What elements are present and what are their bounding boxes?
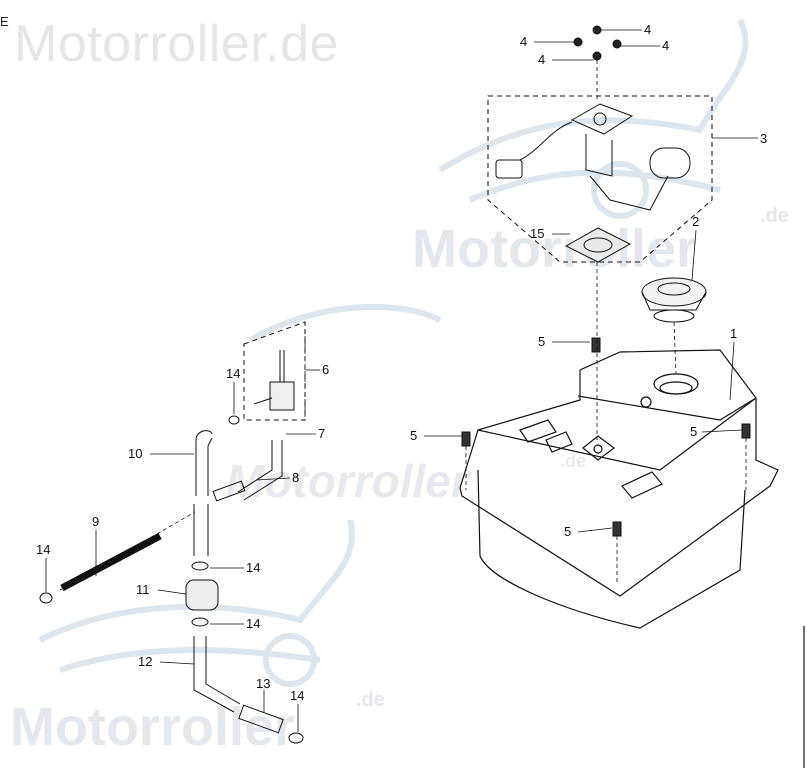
label-15: 15 — [530, 226, 544, 241]
label-5-bottom: 5 — [564, 524, 571, 539]
watermark-lower-suffix: .de — [560, 451, 587, 471]
hose-8-sleeve — [212, 480, 246, 502]
fuel-valve-assembly — [243, 321, 306, 421]
screw-5-top — [591, 337, 601, 353]
screw-4-top — [592, 25, 602, 35]
tank-lower-body — [477, 469, 746, 629]
fuel-gauge-sender — [487, 95, 713, 263]
screw-5-bottom — [612, 521, 622, 537]
fuel-filter-11 — [185, 579, 219, 611]
sender-body — [585, 134, 613, 177]
hose-8 — [237, 440, 273, 493]
label-14-valve: 14 — [226, 366, 240, 381]
sender-flange-hole — [593, 112, 607, 126]
label-9: 9 — [92, 514, 99, 529]
tank-filler-neck — [653, 373, 699, 395]
sender-float — [649, 147, 691, 179]
screw-4-right — [612, 39, 622, 49]
screws-4 — [573, 25, 622, 61]
label-4-mid: 4 — [538, 52, 545, 67]
sender-assembly-frame — [487, 95, 713, 263]
hose-mid — [193, 504, 209, 556]
label-2: 2 — [692, 214, 699, 229]
watermark-lower: Motorroller — [226, 455, 469, 507]
label-3: 3 — [760, 131, 767, 146]
screw-4-left — [573, 37, 583, 47]
screws-5 — [461, 337, 751, 537]
tank-vent — [640, 396, 652, 408]
label-4-left: 4 — [520, 34, 527, 49]
filler-cap — [641, 277, 707, 323]
label-7: 7 — [318, 426, 325, 441]
callout-lines — [45, 29, 758, 732]
label-10: 10 — [128, 446, 142, 461]
label-14-spring: 14 — [36, 542, 50, 557]
tank-top-ridge — [577, 395, 757, 421]
label-8: 8 — [292, 470, 299, 485]
hose-12 — [193, 636, 241, 713]
clip-14-upper — [191, 561, 209, 571]
callout-labels: 4 4 4 4 3 15 2 5 1 5 5 5 6 7 8 9 10 11 1… — [36, 22, 767, 703]
tank-filler-neck-inner — [659, 381, 693, 395]
clip-14-left — [39, 592, 53, 604]
tank-sender-hole — [593, 444, 603, 454]
label-14-upper: 14 — [246, 560, 260, 575]
watermark-bottom: Motorroller — [10, 697, 296, 757]
sender-float-arm — [589, 175, 669, 211]
clip-14-bottom — [288, 732, 304, 744]
assembly-lines — [59, 60, 747, 591]
valve-outlet — [253, 397, 273, 405]
tank-upper-edge — [477, 397, 757, 471]
valve-frame — [243, 321, 306, 421]
label-5-top: 5 — [538, 334, 545, 349]
watermark-middle-suffix: .de — [760, 205, 789, 227]
label-5-left: 5 — [410, 428, 417, 443]
sender-connector — [495, 159, 523, 179]
label-12: 12 — [138, 654, 152, 669]
sender-wire — [519, 121, 573, 161]
watermark-scooter-logos — [38, 18, 749, 687]
sender-flange — [570, 103, 634, 135]
watermark-middle: Motorroller — [412, 219, 698, 279]
label-1: 1 — [730, 326, 737, 341]
valve-body — [269, 381, 295, 411]
hose-13 — [238, 704, 284, 734]
label-6: 6 — [322, 362, 329, 377]
watermark-top: Motorroller.de — [14, 15, 339, 73]
label-4-right: 4 — [662, 38, 669, 53]
tank-bracket-mid — [545, 431, 573, 453]
label-14-lower: 14 — [246, 616, 260, 631]
screw-5-right — [741, 423, 751, 439]
label-13: 13 — [256, 676, 270, 691]
screw-5-left — [461, 431, 471, 447]
label-4-top: 4 — [644, 22, 651, 37]
screw-4-mid — [592, 51, 602, 61]
fuel-tank — [459, 349, 779, 629]
label-5-right: 5 — [690, 424, 697, 439]
tank-sender-mount — [582, 435, 615, 461]
clip-14-valve — [228, 415, 240, 425]
tank-outline — [459, 349, 779, 597]
sender-gasket — [564, 227, 632, 263]
watermark-bottom-suffix: .de — [356, 689, 385, 711]
hose-10 — [195, 430, 213, 496]
clip-14-lower — [191, 617, 209, 627]
spring-9 — [60, 532, 162, 592]
corner-mark: E — [0, 14, 9, 29]
label-11: 11 — [136, 582, 150, 597]
label-14-bottom: 14 — [290, 688, 304, 703]
tank-bracket-right — [621, 471, 663, 499]
fuel-hoses — [39, 415, 304, 744]
tank-bracket-left — [519, 419, 557, 443]
